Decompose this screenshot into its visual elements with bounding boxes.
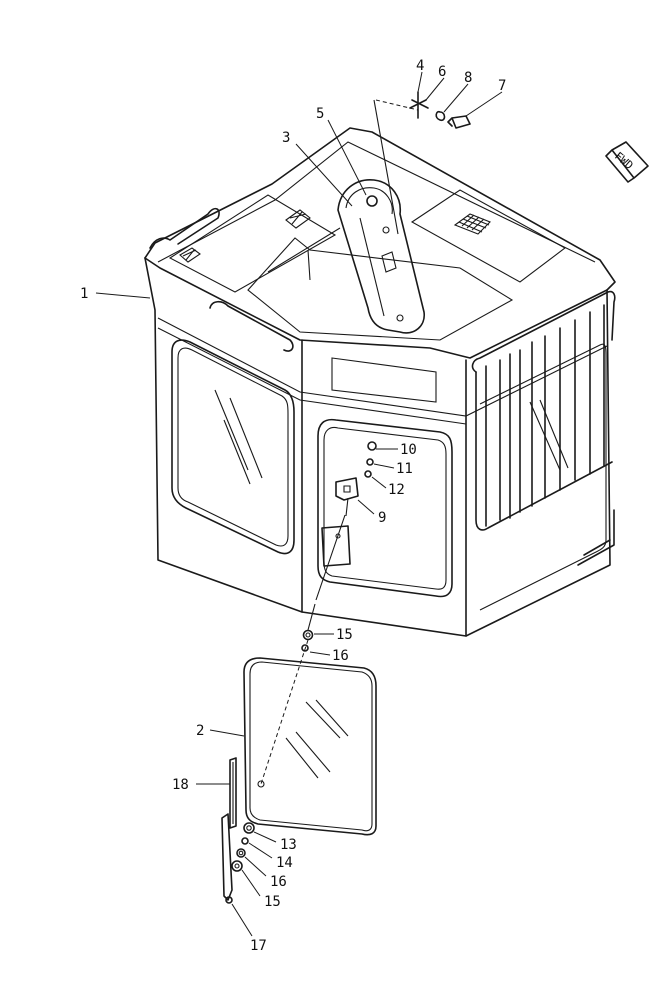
- side-guard-rails: [471, 290, 616, 566]
- wiper-blade: [229, 757, 237, 829]
- callout-12: 12: [388, 482, 405, 498]
- callout-7: 7: [498, 78, 506, 94]
- callout-16-upper: 16: [332, 648, 349, 664]
- roof-vent-grille-left: [179, 209, 311, 263]
- fwd-label: FWD: [612, 149, 636, 172]
- wiper-motor-assembly: [337, 179, 425, 334]
- cab-body: [144, 127, 616, 637]
- callout-13: 13: [280, 837, 297, 853]
- leader-lines: [95, 71, 503, 937]
- callout-4: 4: [416, 58, 424, 74]
- door-latch-assembly: [321, 441, 377, 567]
- windshield-glass: [243, 657, 377, 836]
- callout-15-lower: 15: [264, 894, 281, 910]
- callout-16-lower: 16: [270, 874, 287, 890]
- callout-14: 14: [276, 855, 293, 871]
- callout-5: 5: [316, 106, 324, 122]
- callout-18: 18: [172, 777, 189, 793]
- callout-8: 8: [464, 70, 472, 86]
- callout-17: 17: [250, 938, 267, 954]
- callout-2: 2: [196, 723, 204, 739]
- callout-11: 11: [396, 461, 413, 477]
- callout-9: 9: [378, 510, 386, 526]
- wiper-arm: [221, 813, 233, 904]
- callout-labels: 1 2 3 4 5 6 7 8 9 10 11 12 13 14 15 15 1…: [80, 58, 506, 954]
- forward-direction-arrow: FWD: [605, 141, 649, 183]
- roof-vent-grille: [453, 213, 491, 235]
- callout-3: 3: [282, 130, 290, 146]
- callout-1: 1: [80, 286, 88, 302]
- callout-10: 10: [400, 442, 417, 458]
- callout-6: 6: [438, 64, 446, 80]
- wiper-arm-top: [373, 91, 471, 235]
- callout-15-upper: 15: [336, 627, 353, 643]
- fasteners-lower: [231, 514, 346, 872]
